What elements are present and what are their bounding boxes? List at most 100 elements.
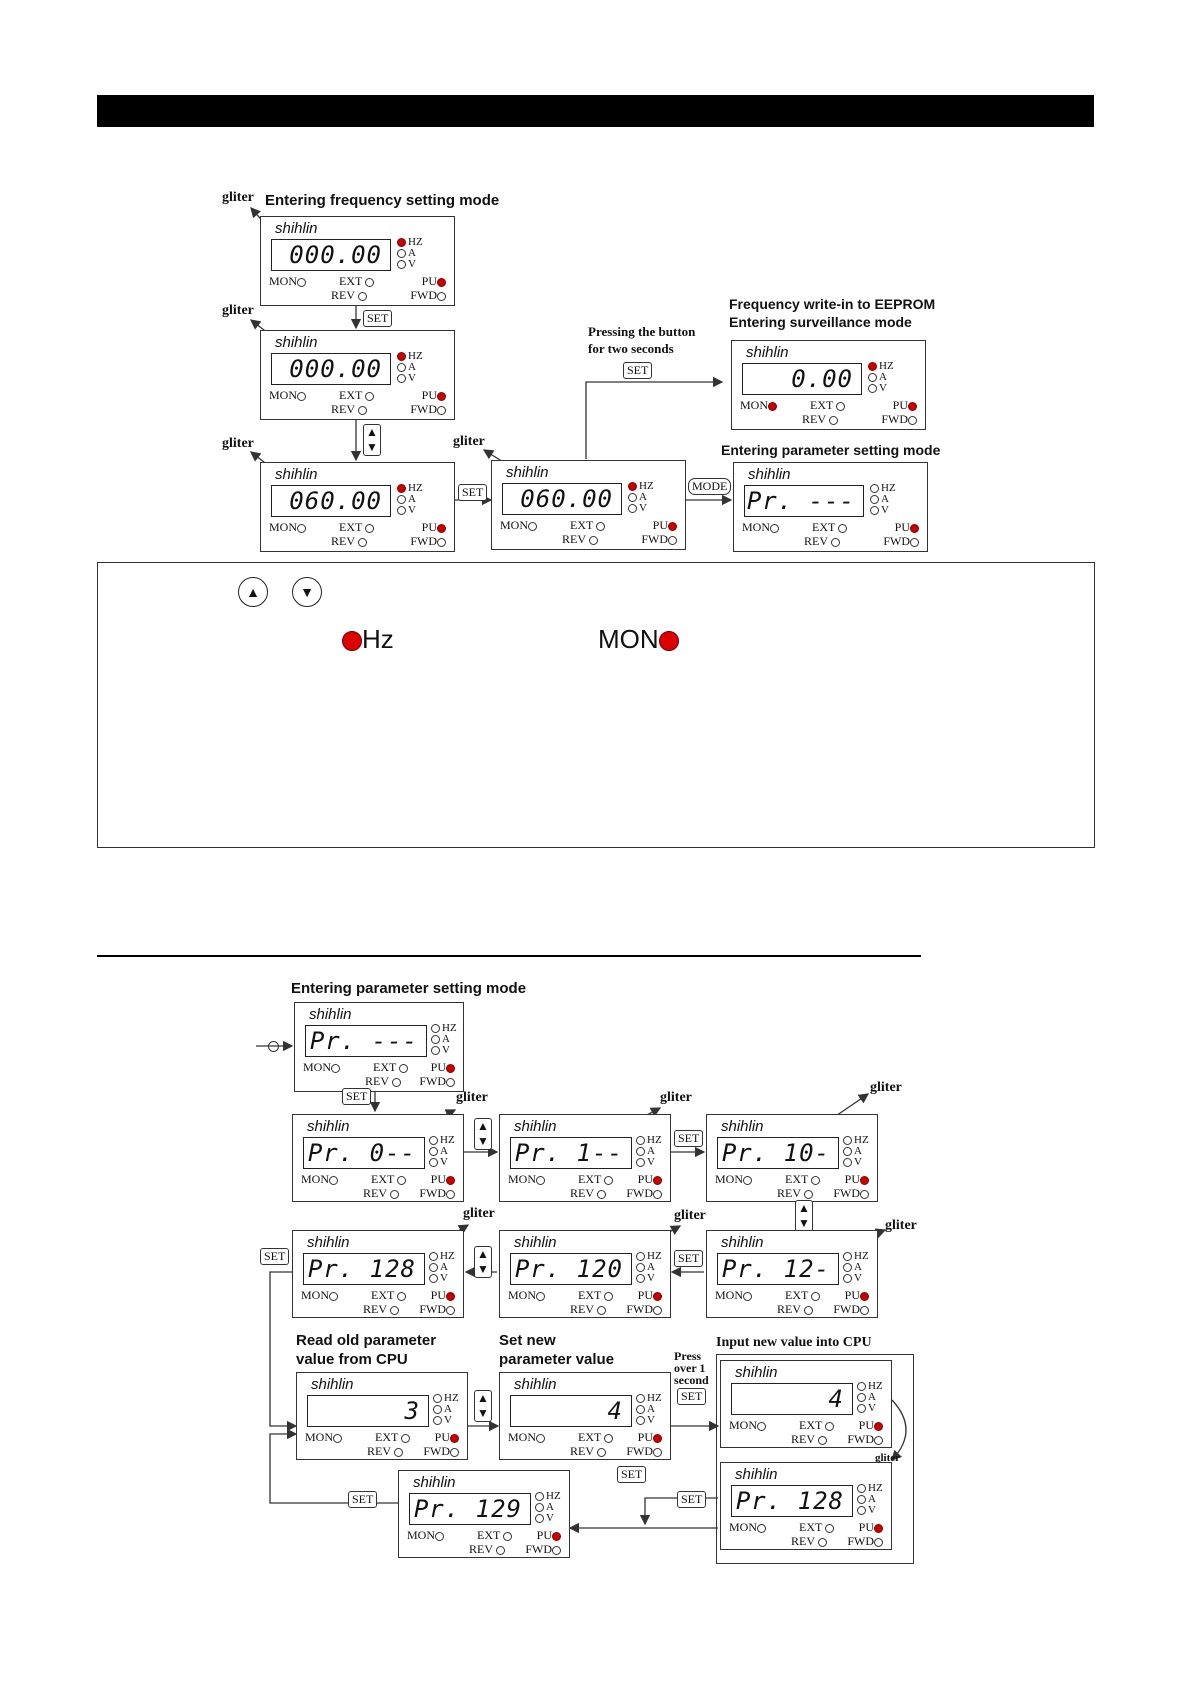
direction-indicators: REV FWD: [469, 1542, 563, 1557]
brand-label: shihlin: [514, 1234, 557, 1251]
lcd-display: Pr. ---: [305, 1025, 427, 1057]
direction-indicators: REV FWD: [791, 1432, 885, 1447]
start-node: [268, 1041, 279, 1052]
hz-indicator-icon: Hz: [342, 624, 394, 655]
direction-indicators: REV FWD: [802, 412, 919, 427]
header-bar: [97, 95, 1094, 127]
caption-frequency-setting: Entering frequency setting mode: [265, 192, 500, 209]
input-new-caption: Input new value into CPU: [716, 1335, 872, 1350]
unit-indicators: HZ A V: [843, 1135, 869, 1168]
lcd-display: Pr. 129: [409, 1493, 531, 1525]
direction-indicators: REV FWD: [777, 1186, 871, 1201]
unit-indicators: HZ A V: [397, 237, 423, 270]
gliter-label: gliter: [660, 1090, 692, 1105]
section-rule: [97, 955, 921, 957]
direction-indicators: REV FWD: [331, 402, 448, 417]
mode-key: MODE: [688, 478, 732, 495]
set-key: SET: [623, 362, 653, 379]
direction-indicators: REV FWD: [791, 1534, 885, 1549]
unit-indicators: HZ A V: [636, 1135, 662, 1168]
notes-box: [97, 562, 1095, 848]
lcd-display: Pr. 120: [510, 1253, 632, 1285]
lcd-display: Pr. ---: [744, 485, 864, 517]
direction-indicators: REV FWD: [570, 1444, 664, 1459]
set-key: SET: [674, 1130, 704, 1147]
gliter-label: gliter: [674, 1208, 706, 1223]
brand-label: shihlin: [514, 1118, 557, 1135]
brand-label: shihlin: [309, 1006, 352, 1023]
lcd-display: Pr. 0--: [303, 1137, 425, 1169]
brand-label: shihlin: [721, 1118, 764, 1135]
lcd-display: Pr. 10-: [717, 1137, 839, 1169]
unit-indicators: HZ A V: [843, 1251, 869, 1284]
set-key: SET: [342, 1088, 372, 1105]
brand-label: shihlin: [413, 1474, 456, 1491]
direction-indicators: REV FWD: [570, 1186, 664, 1201]
lcd-display: Pr. 1--: [510, 1137, 632, 1169]
up-down-key-icon: ▲▼: [474, 1118, 492, 1150]
unit-indicators: HZ A V: [397, 351, 423, 384]
up-down-key-icon: ▲▼: [795, 1200, 813, 1232]
lcd-display: 4: [731, 1383, 853, 1415]
set-key: SET: [458, 484, 488, 501]
gliter-label: gliter: [456, 1090, 488, 1105]
direction-indicators: REV FWD: [570, 1302, 664, 1317]
set-key: SET: [677, 1388, 707, 1405]
brand-label: shihlin: [307, 1118, 350, 1135]
gliter-label: gliter: [453, 434, 485, 449]
lcd-display: Pr. 12-: [717, 1253, 839, 1285]
unit-indicators: HZ A V: [397, 483, 423, 516]
up-down-key-icon: ▲▼: [363, 424, 381, 456]
cpu-input-frame: [716, 1354, 914, 1564]
brand-label: shihlin: [748, 466, 791, 483]
lcd-display: 3: [307, 1395, 429, 1427]
param-caption: Entering parameter setting mode: [291, 980, 527, 997]
gliter-label: gliter: [870, 1080, 902, 1095]
down-button-icon: ▼: [292, 577, 322, 607]
lcd-display: 4: [510, 1395, 632, 1427]
gliter-label: gliter: [463, 1206, 495, 1221]
brand-label: shihlin: [307, 1234, 350, 1251]
direction-indicators: REV FWD: [365, 1074, 457, 1089]
direction-indicators: REV FWD: [562, 532, 679, 547]
up-button-icon: ▲: [238, 577, 268, 607]
lcd-display: Pr. 128: [303, 1253, 425, 1285]
lcd-display: 060.00: [271, 485, 391, 517]
gliter-label: gliter: [885, 1218, 917, 1233]
unit-indicators: HZ A V: [857, 1483, 883, 1516]
unit-indicators: HZ A V: [870, 483, 896, 516]
set-key: SET: [260, 1248, 290, 1265]
set-key: SET: [348, 1491, 378, 1508]
set-key: SET: [617, 1466, 647, 1483]
gliter-label: gliter: [875, 1452, 901, 1464]
brand-label: shihlin: [735, 1466, 778, 1483]
direction-indicators: REV FWD: [363, 1186, 457, 1201]
unit-indicators: HZ A V: [636, 1393, 662, 1426]
